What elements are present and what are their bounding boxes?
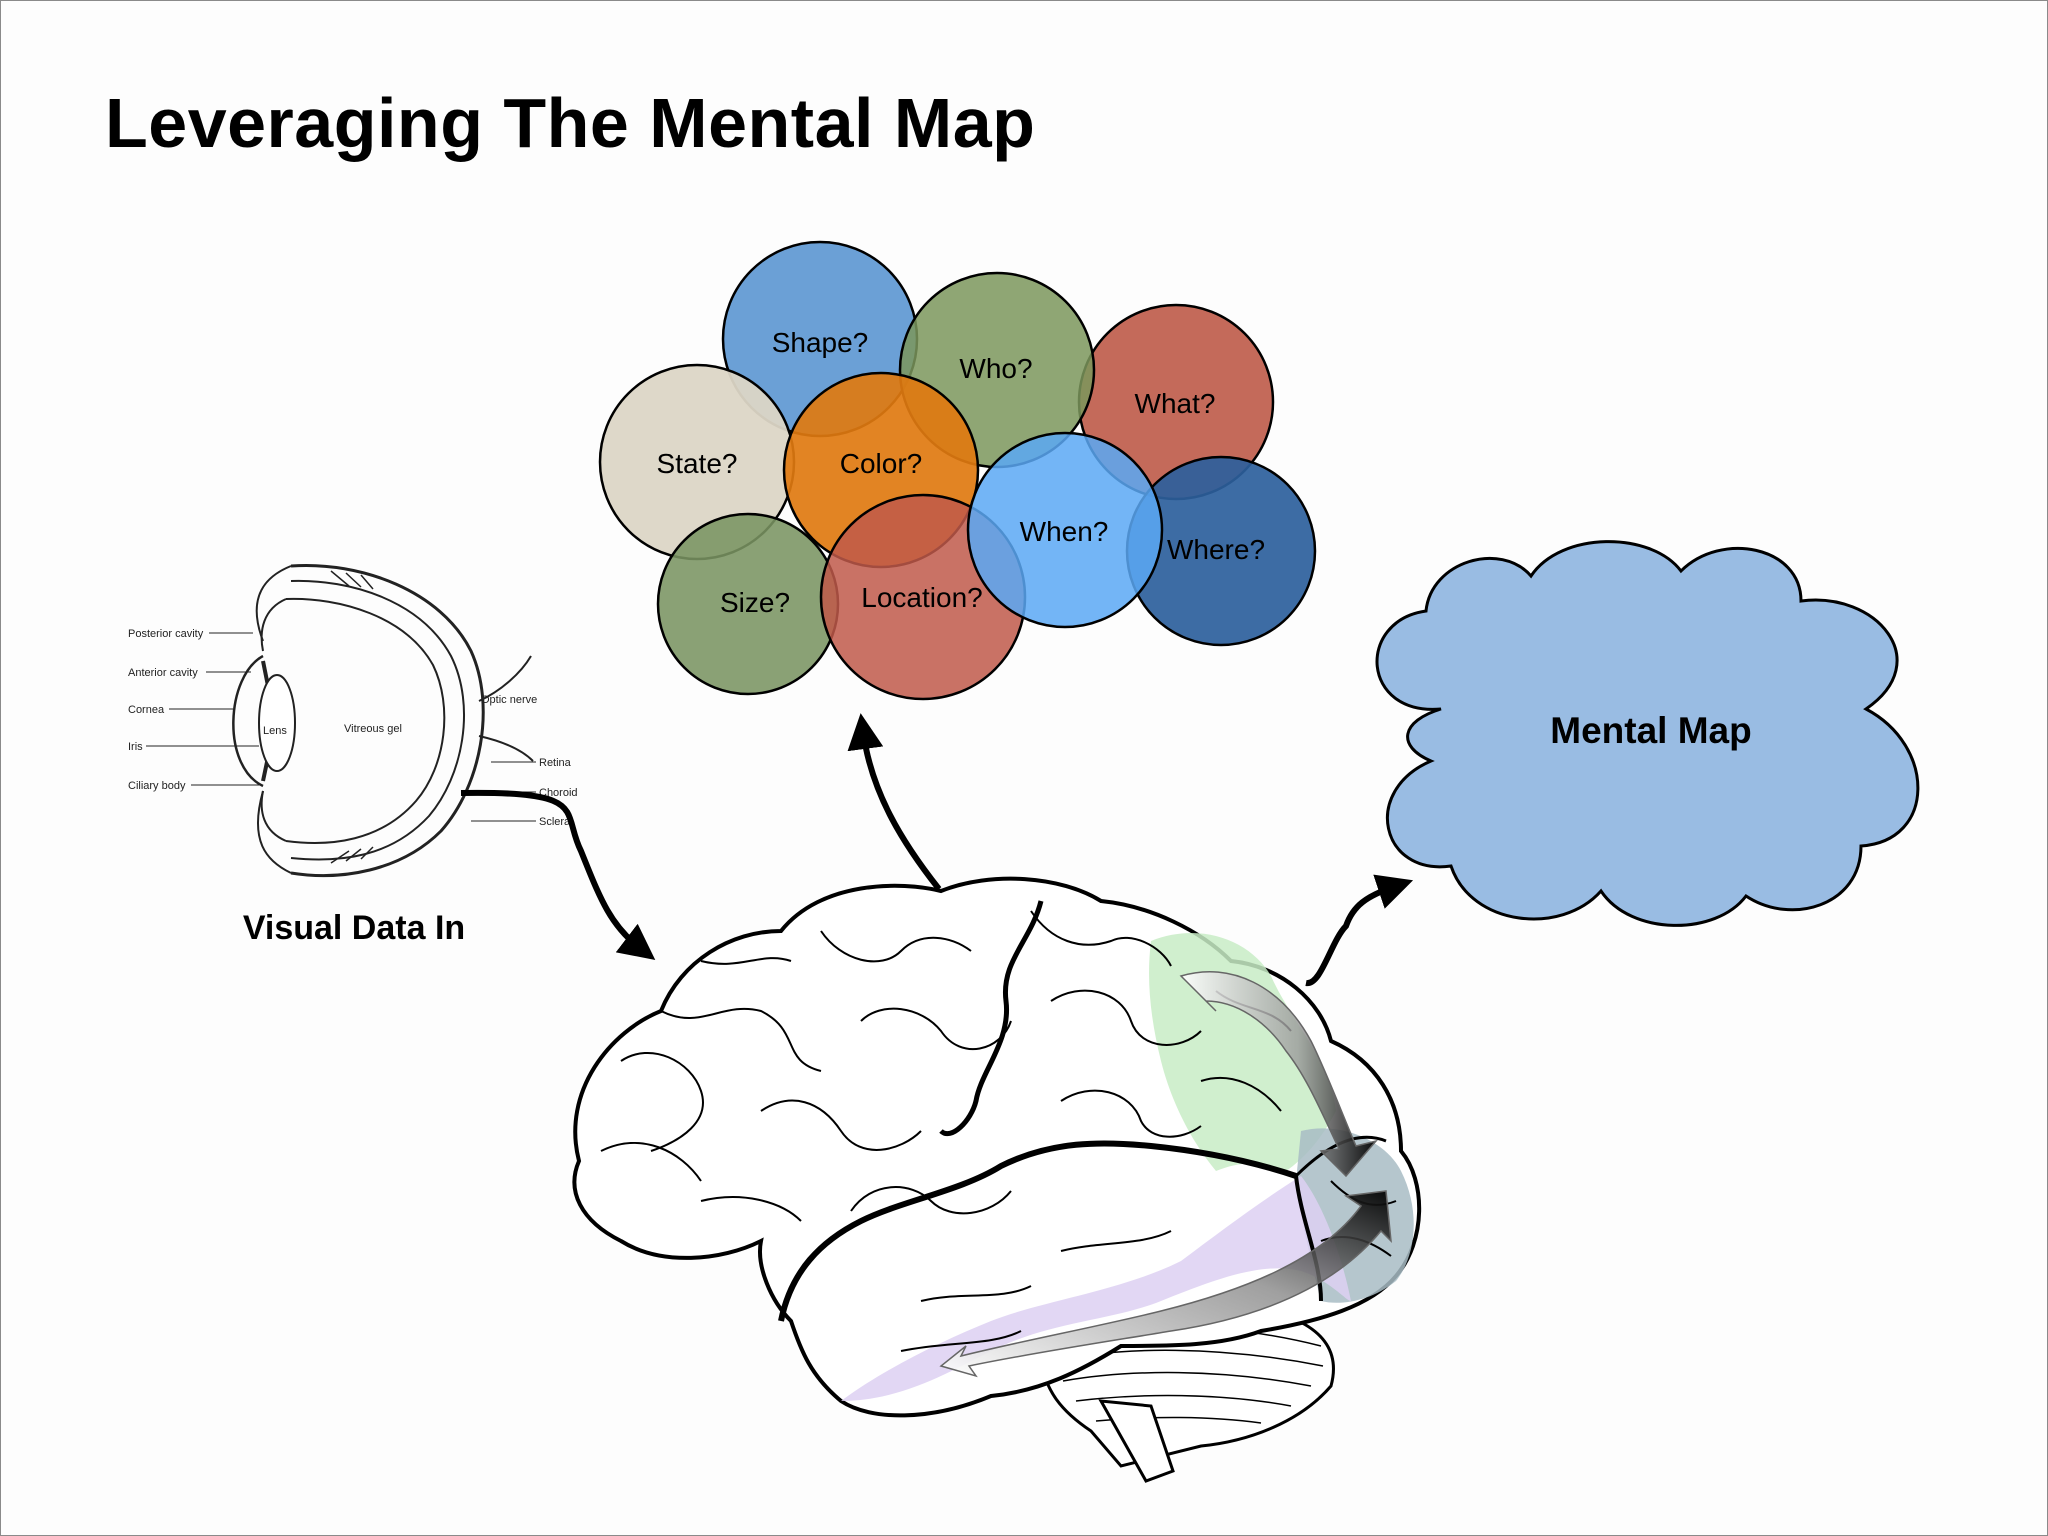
question-shape: Shape?	[772, 327, 869, 358]
bubble-when	[966, 431, 1164, 629]
eye-to-brain-arrow	[460, 789, 656, 960]
brain-to-mental-map-arrow	[1305, 874, 1414, 986]
brain-illustration	[572, 876, 1422, 1483]
mental-map-cloud	[1375, 540, 1920, 927]
question-state: State?	[657, 448, 738, 479]
eye-label-anterior-cavity: Anterior cavity	[128, 667, 198, 679]
question-cluster	[598, 240, 1317, 701]
eye-label-sclera: Sclera	[539, 816, 571, 828]
dorsal-stream-arrow	[1179, 971, 1379, 1178]
eye-label-optic-nerve: Optic nerve	[481, 694, 537, 706]
question-size: Size?	[720, 587, 790, 618]
question-who: Who?	[959, 353, 1032, 384]
brain-stem	[1098, 1399, 1175, 1483]
eye-diagram	[232, 563, 534, 878]
eye-caption: Visual Data In	[243, 909, 465, 947]
eye-label-choroid: Choroid	[539, 787, 578, 799]
question-location: Location?	[861, 582, 982, 613]
eye-label-ciliary-body: Ciliary body	[128, 780, 186, 792]
question-where: Where?	[1167, 534, 1265, 565]
question-what: What?	[1135, 388, 1216, 419]
slide-title: Leveraging The Mental Map	[105, 84, 1036, 162]
ventral-stream-arrow	[939, 1190, 1392, 1378]
question-when: When?	[1020, 516, 1109, 547]
eye-label-lens: Lens	[263, 725, 287, 737]
eye-label-iris: Iris	[128, 741, 143, 753]
eye-labels: Posterior cavity Anterior cavity Cornea …	[128, 628, 578, 828]
eye-label-posterior-cavity: Posterior cavity	[128, 628, 204, 640]
eye-label-retina: Retina	[539, 757, 572, 769]
brain-to-questions-arrow	[847, 713, 942, 891]
question-labels: Shape? Who? What? State? Color? When? Wh…	[657, 327, 1266, 618]
temporal-highlight-region	[841, 1176, 1351, 1401]
eye-label-vitreous-gel: Vitreous gel	[344, 723, 402, 735]
question-color: Color?	[840, 448, 922, 479]
parietal-highlight-region	[1149, 933, 1336, 1171]
eye-label-cornea: Cornea	[128, 704, 165, 716]
mental-map-label: Mental Map	[1550, 710, 1751, 751]
